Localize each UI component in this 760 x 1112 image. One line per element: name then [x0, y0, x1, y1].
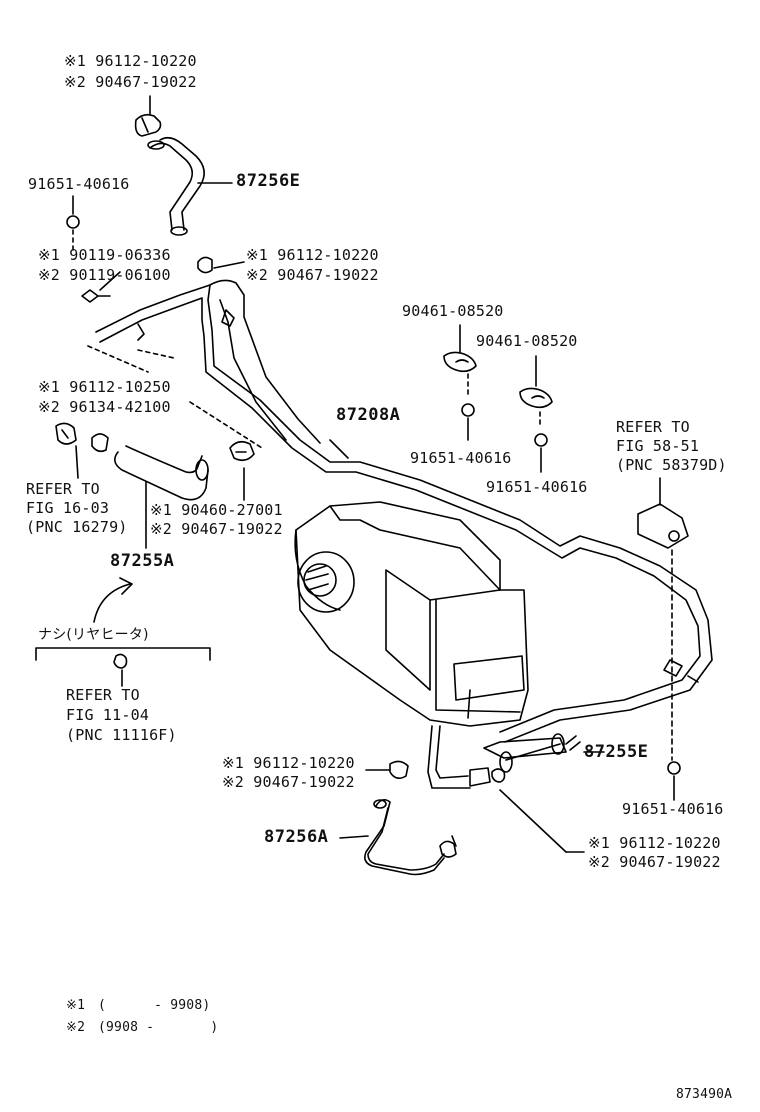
- hose-87256E-icon: [147, 136, 205, 236]
- clamp-left-hose-ref1: ※1 96112-10250: [38, 378, 171, 396]
- clip-left-ref1: ※1 90119-06336: [38, 246, 171, 264]
- refer-right-line2: FIG 58-51: [616, 437, 700, 455]
- clamp-hose-icon: [91, 433, 109, 453]
- clamp-top-ref2: ※2 90467-19022: [64, 73, 197, 91]
- bolt-right-2-label: 91651-40616: [486, 478, 588, 496]
- clamp-right-1-label: 90461-08520: [402, 302, 504, 320]
- refer-bottom-line2: FIG 11-04: [66, 706, 150, 724]
- clamp-mid-icon: [197, 256, 213, 274]
- note-ref1-range: ( - 9908): [98, 998, 211, 1013]
- clamp-low-right-ref2: ※2 90467-19022: [588, 853, 721, 871]
- refer-bottom-line3: (PNC 11116F): [66, 726, 177, 744]
- refer-right-line3: (PNC 58379D): [616, 456, 727, 474]
- bracket-right-icon: [637, 503, 689, 549]
- note-ref2-code: ※2: [66, 1020, 86, 1035]
- clamp-hose-end-icon: [229, 440, 255, 462]
- part-87255A-label: 87255A: [110, 551, 175, 571]
- bolt-bottom-right-label: 91651-40616: [622, 800, 724, 818]
- clamp-low-left-ref2: ※2 90467-19022: [222, 773, 355, 791]
- clamp-mid-ref2: ※2 90467-19022: [246, 266, 379, 284]
- part-87256A-label: 87256A: [264, 827, 329, 847]
- grommet-icon: [113, 653, 128, 669]
- refer-left-line3: (PNC 16279): [26, 518, 128, 536]
- clamp-hose-end-ref2: ※2 90467-19022: [150, 520, 283, 538]
- hose-87255E-icon: [483, 733, 581, 773]
- clamp-right-2-label: 90461-08520: [476, 332, 578, 350]
- note-ref1-code: ※1: [66, 998, 86, 1013]
- clamp-low-right-icon: [491, 768, 506, 783]
- clamp-left-icon: [55, 422, 79, 479]
- clamp-top-icon: [134, 113, 162, 137]
- clamp-left-hose-ref2: ※2 96134-42100: [38, 398, 171, 416]
- figure-id: 873490A: [676, 1087, 733, 1102]
- note-ref2-range: (9908 - ): [98, 1020, 219, 1035]
- bolt-left-top-label: 91651-40616: [28, 175, 130, 193]
- part-87208A-label: 87208A: [336, 405, 401, 425]
- clamp-low-right-ref1: ※1 96112-10220: [588, 834, 721, 852]
- clamp-low-left-ref1: ※1 96112-10220: [222, 754, 355, 772]
- part-87256E-label: 87256E: [236, 171, 301, 191]
- clamp-low-left-icon: [389, 760, 409, 780]
- refer-right-line1: REFER TO: [616, 418, 690, 436]
- pipe-87208A-icon: [95, 279, 713, 743]
- clamp-mid-ref1: ※1 96112-10220: [246, 246, 379, 264]
- refer-left-line1: REFER TO: [26, 480, 100, 498]
- clip-left-icon: [81, 289, 111, 303]
- heater-unit-icon: [294, 501, 529, 727]
- arrow-icon: [93, 577, 133, 623]
- clip-left-ref2: ※2 90119-06100: [38, 266, 171, 284]
- part-87255E-label: 87255E: [584, 742, 649, 762]
- clamp-top-ref1: ※1 96112-10220: [64, 52, 197, 70]
- clamp-bottom-icon: [439, 835, 457, 858]
- refer-bottom-line1: REFER TO: [66, 686, 140, 704]
- hose-87256A-icon: [364, 798, 445, 876]
- hose-87255A-icon: [114, 445, 209, 501]
- clamp-right-1-icon: [443, 351, 477, 373]
- clamp-right-2-icon: [519, 387, 553, 409]
- clamp-hose-end-ref1: ※1 90460-27001: [150, 501, 283, 519]
- bolt-right-1-label: 91651-40616: [410, 449, 512, 467]
- refer-left-line2: FIG 16-03: [26, 499, 110, 517]
- no-rear-heater-note: ナシ(リヤヒータ): [38, 627, 149, 643]
